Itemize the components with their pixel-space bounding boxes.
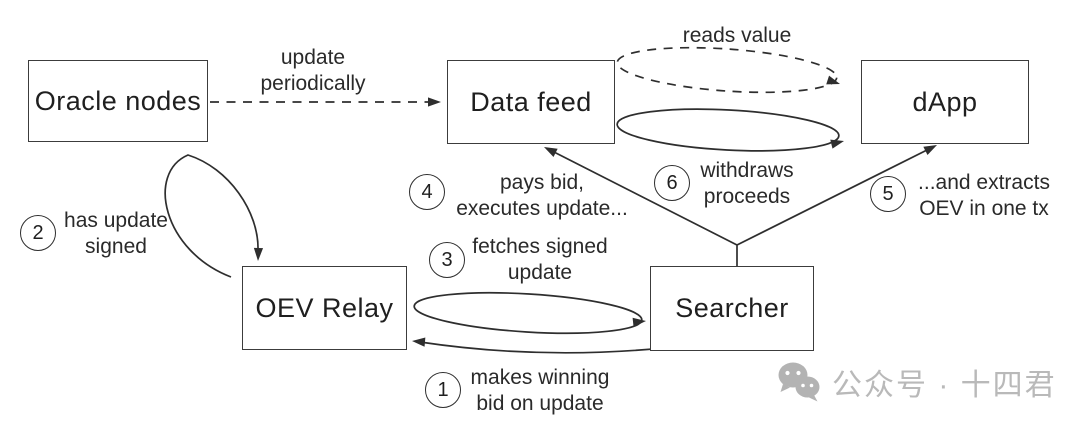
step-number: 3 bbox=[441, 248, 453, 271]
label-line: proceeds bbox=[703, 185, 791, 208]
label-line: update bbox=[280, 46, 346, 69]
wechat-watermark-text: 公众号 · 十四君 bbox=[832, 369, 1057, 402]
node-oev-relay: OEV Relay bbox=[242, 266, 407, 350]
arrowhead-to-dapp-bottom bbox=[923, 145, 937, 156]
label-line: has update bbox=[64, 209, 168, 232]
step-number: 1 bbox=[437, 378, 449, 401]
node-data-feed-label: Data feed bbox=[470, 86, 592, 117]
wechat-icon bbox=[778, 362, 820, 402]
step-badge-4: 4 bbox=[409, 174, 445, 210]
arrowhead-reads-value bbox=[826, 75, 840, 85]
arrowheads bbox=[253, 75, 937, 347]
node-oracle-nodes: Oracle nodes bbox=[28, 60, 208, 142]
loop-has-update-signed bbox=[164, 154, 259, 278]
label-reads-value: reads value bbox=[683, 23, 792, 49]
step-badge-5: 5 bbox=[870, 176, 906, 212]
label-line: update bbox=[507, 261, 573, 284]
node-oev-relay-label: OEV Relay bbox=[255, 292, 394, 323]
searcher-junction-lines bbox=[551, 148, 930, 267]
step-number: 4 bbox=[421, 180, 433, 203]
node-oracle-nodes-label: Oracle nodes bbox=[34, 85, 202, 116]
label-step6-withdraws-proceeds: withdraws proceeds bbox=[700, 158, 793, 210]
label-line: ...and extracts bbox=[918, 171, 1050, 194]
arrow-reads-value-loop bbox=[616, 46, 838, 94]
node-dapp-label: dApp bbox=[912, 86, 978, 117]
label-step3-fetches-signed-update: fetches signed update bbox=[472, 234, 607, 286]
arrowhead-ellipse-to-dapp bbox=[830, 139, 844, 149]
node-searcher: Searcher bbox=[650, 266, 814, 351]
wechat-watermark: 公众号 · 十四君 bbox=[776, 360, 1057, 404]
label-line: OEV in one tx bbox=[919, 197, 1049, 220]
step-badge-3: 3 bbox=[429, 242, 465, 278]
arrowhead-to-datafeed-bottom bbox=[544, 147, 558, 158]
label-line: reads value bbox=[682, 24, 792, 47]
ellipse-relay-searcher bbox=[413, 291, 643, 335]
label-update-periodically: update periodically bbox=[260, 45, 365, 97]
label-line: withdraws bbox=[700, 159, 794, 182]
label-step4-pays-bid: pays bid, executes update... bbox=[456, 170, 628, 222]
step-badge-6: 6 bbox=[654, 165, 690, 201]
label-line: executes update... bbox=[456, 197, 628, 220]
label-line: fetches signed bbox=[472, 235, 608, 258]
step-badge-1: 1 bbox=[425, 372, 461, 408]
arrow-makes-winning-bid bbox=[419, 341, 665, 354]
step-badge-2: 2 bbox=[20, 215, 56, 251]
label-step1-makes-winning-bid: makes winning bid on update bbox=[471, 365, 610, 417]
step-number: 6 bbox=[666, 171, 678, 194]
node-data-feed: Data feed bbox=[447, 60, 615, 144]
label-line: periodically bbox=[260, 72, 366, 95]
label-line: bid on update bbox=[476, 392, 604, 415]
ellipse-datafeed-dapp bbox=[616, 108, 840, 152]
step-number: 5 bbox=[882, 182, 894, 205]
step-number: 2 bbox=[32, 221, 44, 244]
node-searcher-label: Searcher bbox=[675, 293, 789, 323]
label-line: pays bid, bbox=[499, 171, 585, 194]
arrowhead-to-oevrelay-right bbox=[412, 337, 426, 347]
arrowhead-to-searcher bbox=[632, 317, 646, 327]
node-dapp: dApp bbox=[861, 60, 1029, 144]
arrowhead-to-oevrelay-top bbox=[253, 247, 264, 261]
arrowhead-to-datafeed-left bbox=[428, 97, 441, 107]
label-step2-has-update-signed: has update signed bbox=[64, 208, 168, 260]
label-step5-extracts-oev: ...and extracts OEV in one tx bbox=[918, 170, 1050, 222]
label-line: makes winning bbox=[470, 366, 610, 389]
label-line: signed bbox=[85, 235, 147, 258]
